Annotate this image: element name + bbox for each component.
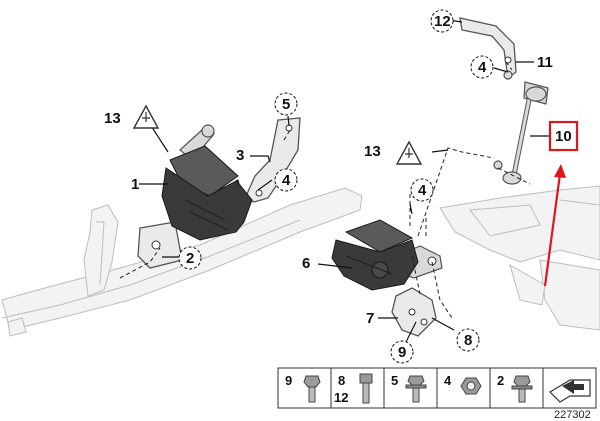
collar-bolt-icon — [511, 375, 533, 403]
callout-4: 4 — [282, 172, 291, 189]
callout-circle-4c — [470, 55, 494, 79]
leader-4c — [493, 67, 509, 73]
legend-label-8: 8 — [338, 373, 345, 388]
parts-legend: 9 8 12 5 4 2 — [277, 367, 597, 409]
callout-2: 2 — [186, 250, 194, 267]
leader-4b — [409, 203, 413, 215]
callout-4: 4 — [478, 59, 487, 76]
callout-circle-2 — [178, 246, 202, 270]
callout-circle-8 — [456, 328, 480, 352]
callout-circle-12 — [430, 9, 454, 33]
assembly-line-7 — [417, 147, 495, 237]
legend-label-4: 4 — [444, 373, 452, 388]
diagram-id: 227302 — [554, 409, 591, 421]
highlight-arrow — [543, 164, 566, 287]
esd-warning-icon — [132, 104, 160, 129]
callout-11: 11 — [537, 54, 553, 71]
callout-9: 9 — [398, 344, 406, 361]
callout-circle-4b — [410, 178, 434, 202]
leader-9 — [405, 321, 417, 343]
callout-3: 3 — [236, 147, 244, 164]
assembly-line-9 — [505, 61, 513, 71]
esd-warning-icon — [395, 140, 423, 165]
assembly-line-6 — [431, 261, 453, 319]
legend-label-9: 9 — [285, 373, 292, 388]
assembly-line-2 — [283, 129, 291, 141]
callout-12: 12 — [434, 13, 451, 30]
callout-circle-4a — [274, 168, 298, 192]
axle-frame-right — [439, 185, 600, 331]
hex-nut-icon — [460, 377, 482, 395]
legend-label-5: 5 — [391, 373, 398, 388]
flange-bolt-icon — [405, 375, 427, 403]
leader-3 — [250, 155, 271, 163]
legend-label-12: 12 — [334, 390, 348, 405]
leader-13b — [431, 149, 449, 153]
callout-7: 7 — [366, 310, 374, 327]
leader-5 — [287, 115, 290, 127]
callout-5: 5 — [282, 96, 290, 113]
callout-10: 10 — [555, 128, 572, 145]
hex-bolt-icon — [303, 375, 321, 403]
callout-circle-9 — [390, 340, 414, 364]
legend-label-2: 2 — [497, 373, 504, 388]
assembly-line-8 — [497, 167, 531, 185]
callout-circle-5 — [274, 92, 298, 116]
callout-1: 1 — [131, 176, 139, 193]
leader-6 — [317, 263, 353, 269]
callout-4: 4 — [418, 182, 427, 199]
ride-height-sensor-left — [137, 117, 301, 269]
assembly-line-1 — [119, 247, 161, 279]
leader-8 — [431, 317, 455, 331]
socket-bolt-icon — [359, 373, 373, 404]
callout-8: 8 — [464, 332, 472, 349]
direction-arrow-icon — [549, 379, 591, 403]
ride-height-sensor-right — [331, 219, 443, 337]
coupling-rod — [459, 17, 549, 185]
callout-6: 6 — [302, 255, 310, 272]
callout-13: 13 — [364, 143, 381, 160]
highlight-box — [548, 120, 579, 152]
callout-13: 13 — [104, 110, 121, 127]
leader-4a — [257, 179, 273, 191]
